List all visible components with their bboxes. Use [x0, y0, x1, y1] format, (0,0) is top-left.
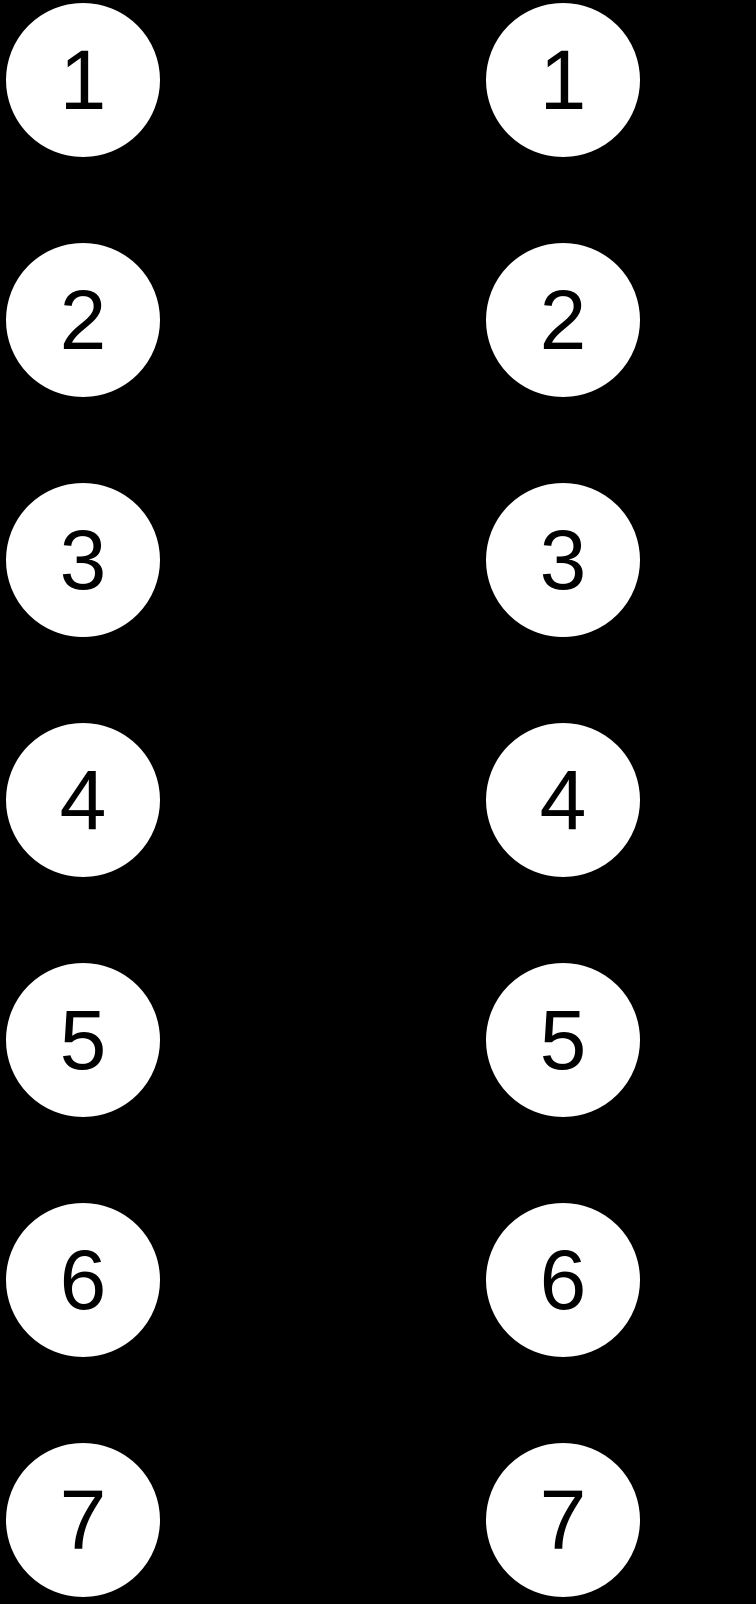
- node-label: 5: [539, 993, 587, 1087]
- right-node-column: 1 2 3 4 5 6 7: [485, 2, 641, 1598]
- left-node-3: 3: [5, 482, 161, 638]
- left-node-2: 2: [5, 242, 161, 398]
- left-node-5: 5: [5, 962, 161, 1118]
- right-node-6: 6: [485, 1202, 641, 1358]
- left-node-6: 6: [5, 1202, 161, 1358]
- node-label: 4: [59, 753, 107, 847]
- node-label: 2: [539, 273, 587, 367]
- right-node-1: 1: [485, 2, 641, 158]
- node-label: 6: [59, 1233, 107, 1327]
- node-label: 1: [539, 33, 587, 127]
- node-label: 2: [59, 273, 107, 367]
- node-label: 3: [539, 513, 587, 607]
- node-label: 6: [539, 1233, 587, 1327]
- left-node-4: 4: [5, 722, 161, 878]
- left-node-7: 7: [5, 1442, 161, 1598]
- node-label: 1: [59, 33, 107, 127]
- left-node-1: 1: [5, 2, 161, 158]
- right-node-3: 3: [485, 482, 641, 638]
- node-label: 7: [539, 1473, 587, 1567]
- node-label: 7: [59, 1473, 107, 1567]
- left-node-column: 1 2 3 4 5 6 7: [5, 2, 161, 1598]
- right-node-4: 4: [485, 722, 641, 878]
- node-label: 3: [59, 513, 107, 607]
- node-label: 4: [539, 753, 587, 847]
- right-node-2: 2: [485, 242, 641, 398]
- node-label: 5: [59, 993, 107, 1087]
- right-node-5: 5: [485, 962, 641, 1118]
- right-node-7: 7: [485, 1442, 641, 1598]
